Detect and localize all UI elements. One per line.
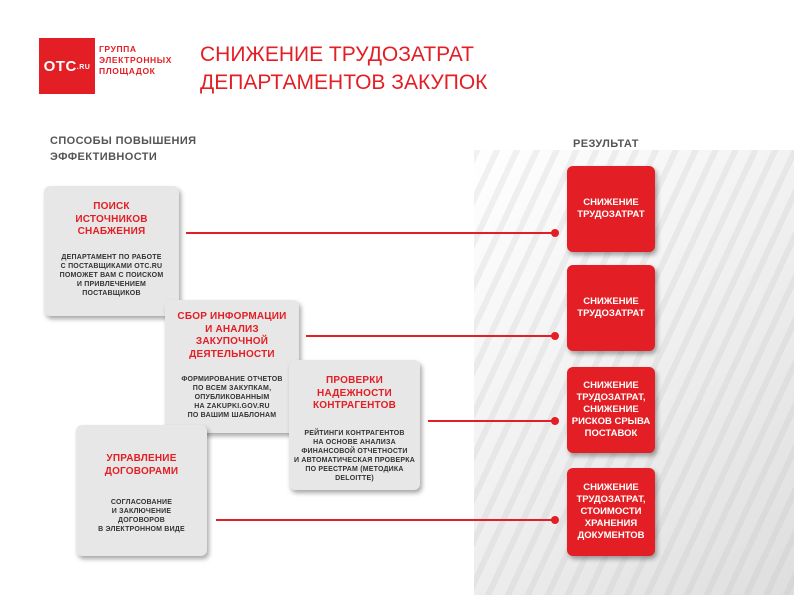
card-description-line: И ЗАКЛЮЧЕНИЕ (76, 507, 207, 516)
card-description-line: ФИНАНСОВОЙ ОТЧЕТНОСТИ (289, 447, 420, 456)
connector-line-3 (428, 420, 554, 422)
card-description-line: ФОРМИРОВАНИЕ ОТЧЕТОВ (165, 375, 299, 384)
connector-dot-2 (551, 332, 559, 340)
card-description-line: И АВТОМАТИЧЕСКАЯ ПРОВЕРКА (289, 456, 420, 465)
result-box-2: СНИЖЕНИЕ ТРУДОЗАТРАТ (567, 265, 655, 351)
logo-tagline-line: ПЛОЩАДОК (99, 66, 179, 77)
result-line: СТОИМОСТИ (567, 506, 655, 518)
page-title-line: ДЕПАРТАМЕНТОВ ЗАКУПОК (200, 69, 487, 97)
connector-line-1 (186, 232, 554, 234)
card-description-line: СОГЛАСОВАНИЕ (76, 498, 207, 507)
card-description: ДЕПАРТАМЕНТ ПО РАБОТЕ С ПОСТАВЩИКАМИ OTC… (44, 253, 179, 298)
card-description-line: ДОГОВОРОВ (76, 516, 207, 525)
logo-tagline-line: ЭЛЕКТРОННЫХ (99, 55, 179, 66)
result-line: ТРУДОЗАТРАТ, (567, 494, 655, 506)
card-title-line: ДЕЯТЕЛЬНОСТИ (165, 349, 299, 362)
card-description: СОГЛАСОВАНИЕ И ЗАКЛЮЧЕНИЕ ДОГОВОРОВ В ЭЛ… (76, 498, 207, 534)
card-description-line: ПО ВАШИМ ШАБЛОНАМ (165, 411, 299, 420)
card-title: УПРАВЛЕНИЕ ДОГОВОРАМИ (76, 453, 207, 478)
card-title-line: И АНАЛИЗ (165, 324, 299, 337)
card-title-line: ДОГОВОРАМИ (76, 466, 207, 479)
result-line: СНИЖЕНИЕ (567, 404, 655, 416)
card-title-line: НАДЕЖНОСТИ (289, 388, 420, 401)
result-line: РИСКОВ СРЫВА (567, 416, 655, 428)
card-title: ПОИСК ИСТОЧНИКОВ СНАБЖЕНИЯ (44, 201, 179, 239)
card-description-line: В ЭЛЕКТРОННОМ ВИДЕ (76, 525, 207, 534)
logo-tagline: ГРУППА ЭЛЕКТРОННЫХ ПЛОЩАДОК (99, 44, 179, 77)
method-card-supply-search: ПОИСК ИСТОЧНИКОВ СНАБЖЕНИЯ ДЕПАРТАМЕНТ П… (44, 186, 179, 316)
result-line: СНИЖЕНИЕ (567, 197, 655, 209)
card-description-line: ОПУБЛИКОВАННЫМ (165, 393, 299, 402)
card-description-line: НА ОСНОВЕ АНАЛИЗА (289, 438, 420, 447)
result-line: СНИЖЕНИЕ (567, 482, 655, 494)
result-line: СНИЖЕНИЕ (567, 296, 655, 308)
card-description-line: НА ZAKUPKI.GOV.RU (165, 402, 299, 411)
result-box-4: СНИЖЕНИЕ ТРУДОЗАТРАТ, СТОИМОСТИ ХРАНЕНИЯ… (567, 468, 655, 556)
logo-tagline-line: ГРУППА (99, 44, 179, 55)
result-line: ТРУДОЗАТРАТ (567, 308, 655, 320)
result-line: ТРУДОЗАТРАТ, (567, 392, 655, 404)
page-title: СНИЖЕНИЕ ТРУДОЗАТРАТ ДЕПАРТАМЕНТОВ ЗАКУП… (200, 41, 487, 97)
card-description-line: DELOITTE) (289, 474, 420, 483)
card-title-line: СБОР ИНФОРМАЦИИ (165, 311, 299, 324)
result-line: ХРАНЕНИЯ (567, 518, 655, 530)
methods-heading: СПОСОБЫ ПОВЫШЕНИЯ ЭФФЕКТИВНОСТИ (50, 133, 197, 165)
card-title-line: КОНТРАГЕНТОВ (289, 400, 420, 413)
card-description: РЕЙТИНГИ КОНТРАГЕНТОВ НА ОСНОВЕ АНАЛИЗА … (289, 429, 420, 483)
logo-text: OTC (44, 58, 77, 75)
card-description: ФОРМИРОВАНИЕ ОТЧЕТОВ ПО ВСЕМ ЗАКУПКАМ, О… (165, 375, 299, 420)
card-title-line: ПОИСК (44, 201, 179, 214)
card-description-line: ДЕПАРТАМЕНТ ПО РАБОТЕ (44, 253, 179, 262)
connector-line-4 (216, 519, 554, 521)
methods-heading-line: СПОСОБЫ ПОВЫШЕНИЯ (50, 133, 197, 149)
page-title-line: СНИЖЕНИЕ ТРУДОЗАТРАТ (200, 41, 487, 69)
result-box-3: СНИЖЕНИЕ ТРУДОЗАТРАТ, СНИЖЕНИЕ РИСКОВ СР… (567, 367, 655, 453)
card-description-line: РЕЙТИНГИ КОНТРАГЕНТОВ (289, 429, 420, 438)
card-title-line: СНАБЖЕНИЯ (44, 226, 179, 239)
card-description-line: ПОМОЖЕТ ВАМ С ПОИСКОМ (44, 271, 179, 280)
result-line: ПОСТАВОК (567, 428, 655, 440)
result-line: ДОКУМЕНТОВ (567, 530, 655, 542)
card-title-line: ИСТОЧНИКОВ (44, 214, 179, 227)
methods-heading-line: ЭФФЕКТИВНОСТИ (50, 149, 197, 165)
results-heading: РЕЗУЛЬТАТ (573, 138, 639, 150)
card-description-line: ПОСТАВЩИКОВ (44, 289, 179, 298)
card-description-line: И ПРИВЛЕЧЕНИЕМ (44, 280, 179, 289)
connector-line-2 (306, 335, 554, 337)
method-card-contractor-checks: ПРОВЕРКИ НАДЕЖНОСТИ КОНТРАГЕНТОВ РЕЙТИНГ… (289, 360, 420, 490)
card-title-line: ПРОВЕРКИ (289, 375, 420, 388)
connector-dot-1 (551, 229, 559, 237)
result-line: СНИЖЕНИЕ (567, 380, 655, 392)
card-description-line: С ПОСТАВЩИКАМИ OTC.RU (44, 262, 179, 271)
card-title-line: ЗАКУПОЧНОЙ (165, 336, 299, 349)
card-title: СБОР ИНФОРМАЦИИ И АНАЛИЗ ЗАКУПОЧНОЙ ДЕЯТ… (165, 311, 299, 361)
method-card-procurement-analysis: СБОР ИНФОРМАЦИИ И АНАЛИЗ ЗАКУПОЧНОЙ ДЕЯТ… (165, 300, 299, 433)
connector-dot-3 (551, 417, 559, 425)
result-line: ТРУДОЗАТРАТ (567, 209, 655, 221)
card-description-line: ПО ВСЕМ ЗАКУПКАМ, (165, 384, 299, 393)
card-description-line: ПО РЕЕСТРАМ (МЕТОДИКА (289, 465, 420, 474)
card-title: ПРОВЕРКИ НАДЕЖНОСТИ КОНТРАГЕНТОВ (289, 375, 420, 413)
otc-logo: OTC.RU (39, 38, 95, 94)
card-title-line: УПРАВЛЕНИЕ (76, 453, 207, 466)
logo-suffix: .RU (77, 64, 91, 71)
method-card-contract-management: УПРАВЛЕНИЕ ДОГОВОРАМИ СОГЛАСОВАНИЕ И ЗАК… (76, 425, 207, 556)
connector-dot-4 (551, 516, 559, 524)
result-box-1: СНИЖЕНИЕ ТРУДОЗАТРАТ (567, 166, 655, 252)
